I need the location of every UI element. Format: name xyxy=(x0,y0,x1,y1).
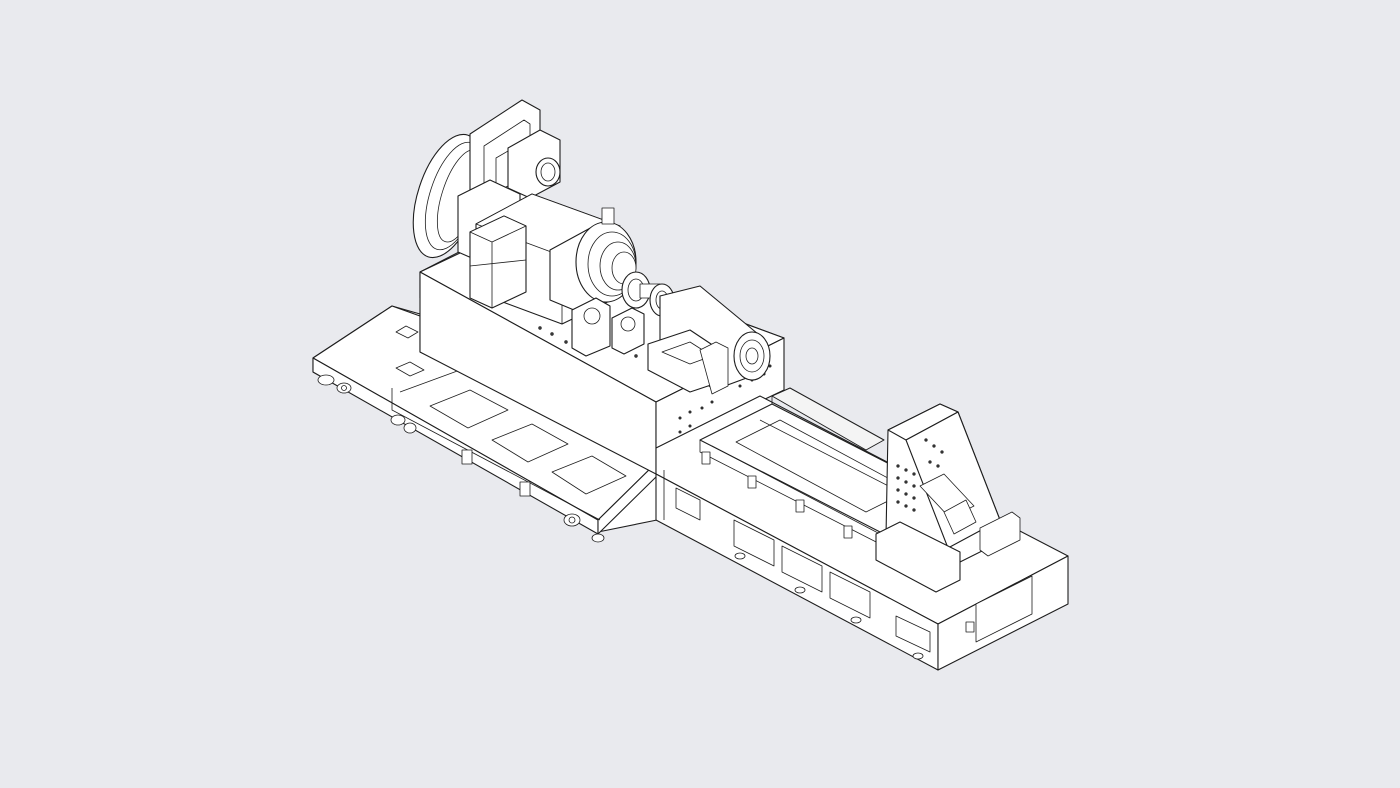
bed-end-window xyxy=(975,575,1033,643)
platform-cutout-1 xyxy=(429,389,509,429)
coupling-shaft xyxy=(571,271,675,357)
gearbox-cylinder xyxy=(647,285,771,395)
main-motor xyxy=(469,193,637,325)
flywheel-assembly xyxy=(412,99,561,267)
platform-cutout-2 xyxy=(491,423,569,463)
tailstock-tower xyxy=(875,403,1021,593)
bed-window-2 xyxy=(781,545,823,593)
bed-window-3 xyxy=(829,571,871,619)
platform-cutout-3 xyxy=(551,455,627,495)
bed-window-1 xyxy=(733,519,775,567)
left-base-platform xyxy=(312,305,658,543)
